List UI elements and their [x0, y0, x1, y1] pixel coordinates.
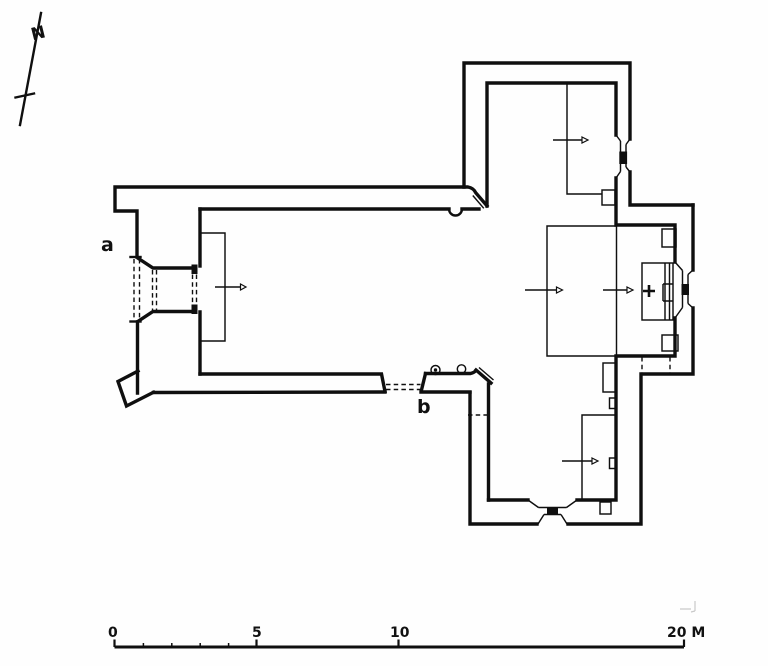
- scan-artifact: [680, 601, 696, 613]
- label-b: b: [417, 396, 431, 418]
- window-south: [527, 499, 578, 525]
- north-arrow-icon: N: [14, 11, 48, 127]
- column-bases: [430, 364, 467, 376]
- window-east: [674, 261, 694, 319]
- outer-walls: [113, 61, 695, 526]
- altar-cross: [643, 285, 655, 297]
- axis-arrows: [215, 136, 635, 465]
- scale-5: 5: [252, 625, 262, 641]
- inner-walls: [136, 81, 677, 502]
- north-letter: N: [29, 22, 48, 45]
- scale-20m: 20 M: [667, 625, 705, 641]
- scale-0: 0: [108, 625, 118, 641]
- scale-10: 10: [390, 625, 410, 641]
- wall-pilasters: [599, 189, 679, 515]
- window-north-east: [615, 134, 631, 179]
- dashed-openings: [133, 259, 671, 416]
- interior-platforms: [200, 83, 674, 500]
- scale-bar: 0 5 10 20 M: [108, 601, 705, 649]
- label-a: a: [101, 234, 114, 256]
